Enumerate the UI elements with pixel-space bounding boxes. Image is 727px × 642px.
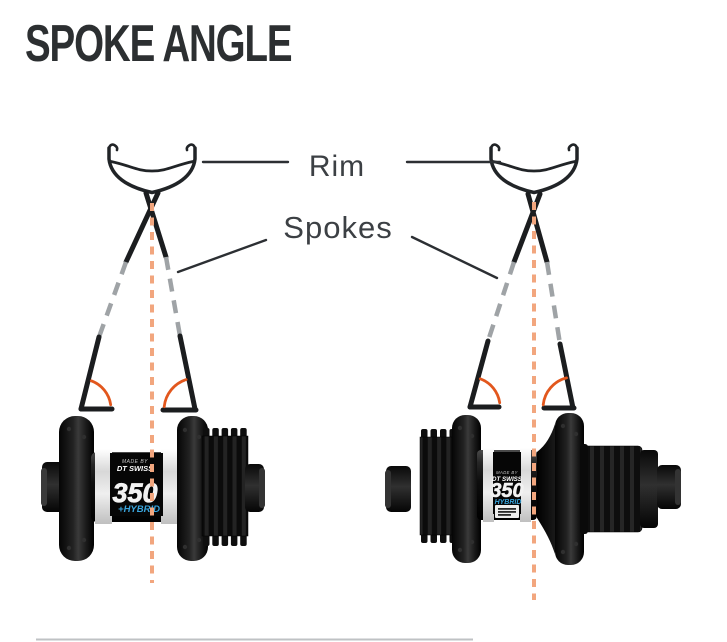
right-flange-lines (467, 404, 577, 411)
rear-hub-flange-right (555, 413, 584, 565)
freehub-body (580, 444, 658, 534)
left-flange-lines (78, 406, 199, 413)
spokes-label: Spokes (283, 210, 392, 245)
angle-arc (162, 378, 188, 409)
right-spokes (467, 191, 576, 411)
angle-arc (541, 376, 568, 407)
right-rim-cross-section (489, 142, 579, 195)
rear-hub-variant-label: HYBRID (495, 499, 522, 506)
front-hub-axle-left-face (41, 468, 47, 506)
front-hub-stripe (161, 449, 178, 524)
rear-hub-sticker (495, 505, 519, 518)
rear-hub-label-plate (493, 452, 521, 514)
spoke-line-dashed (544, 261, 563, 345)
left-spokes (78, 190, 198, 412)
front-hub-flange-right (177, 416, 208, 561)
front-hub-brand-label: DT SWISS (117, 464, 153, 473)
rim-label: Rim (309, 150, 365, 183)
front-hub-rotor-mount (201, 428, 249, 546)
front-hub-made-by-label: MADE BY (122, 459, 148, 465)
front-hub-drawing: MADE BY DT SWISS 350 +HYBRID (41, 416, 265, 561)
front-hub-axle-right-face (259, 468, 265, 508)
spoke-line-solid (78, 334, 102, 412)
front-hub-spoke-holes (66, 426, 87, 551)
front-hub-stripe (95, 449, 112, 524)
angle-arc (89, 379, 113, 407)
spoke-line-solid (467, 338, 491, 410)
rear-hub-made-by-label: MADE BY (496, 470, 518, 475)
front-hub-spoke-holes (182, 427, 202, 550)
rear-hub-brand-label: DT SWISS (492, 476, 523, 483)
rear-hub-stripe (483, 448, 494, 522)
right-angle-arcs (478, 376, 568, 407)
angle-arc (478, 377, 502, 405)
front-hub-label-plate (110, 453, 163, 516)
rear-hub-model-label: 350 (490, 480, 523, 502)
rear-hub-spoke-holes (457, 425, 475, 553)
rear-hub-spoke-holes (560, 423, 579, 555)
annotation-labels: Rim Spokes (176, 150, 502, 280)
spoke-line-dashed (163, 256, 183, 337)
spokes-pointer-line-right (410, 235, 499, 280)
left-wheel-diagram: MADE BY DT SWISS 350 +HYBRID (41, 142, 265, 583)
page-title: SPOKE ANGLE (25, 15, 293, 73)
spoke-line-dashed (485, 261, 517, 342)
spoke-line-solid (143, 190, 169, 260)
spoke-line-solid (557, 341, 576, 411)
spoke-line-solid (525, 191, 550, 265)
front-hub-flange-left (59, 416, 94, 561)
spokes-pointer-line-left (176, 238, 268, 274)
rear-hub-axle-left-face (385, 470, 391, 508)
rear-hub-axle-left (386, 466, 411, 512)
rear-hub-flange-left (452, 415, 481, 563)
rear-hub-axle-right-face (675, 469, 681, 505)
rear-hub-flare-cone (537, 424, 555, 554)
front-hub-variant-label: +HYBRID (118, 504, 160, 515)
left-angle-arcs (89, 378, 188, 409)
rear-hub-drawing: MADE BY DT SWISS 350 HYBRID (385, 413, 681, 565)
rear-hub-stripe (520, 448, 531, 522)
left-rim-cross-section (107, 142, 197, 195)
spoke-line-solid (177, 333, 198, 412)
spoke-line-dashed (96, 261, 129, 338)
right-wheel-diagram: MADE BY DT SWISS 350 HYBRID (385, 142, 681, 600)
front-hub-model-label: 350 (112, 478, 157, 508)
